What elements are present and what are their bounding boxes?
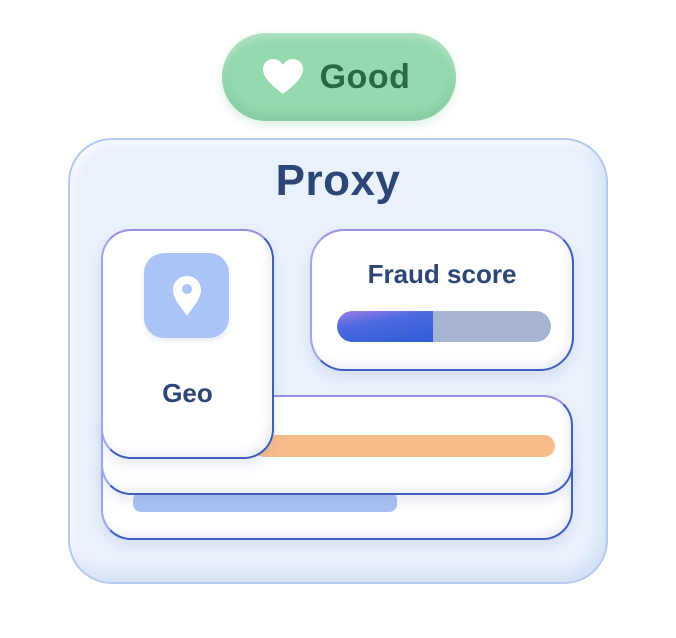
fraud-score-progress (337, 311, 551, 342)
geo-label: Geo (162, 378, 213, 408)
fraud-score-card[interactable]: Fraud score (310, 229, 574, 371)
fraud-score-progress-fill (337, 311, 434, 342)
panel-title: Proxy (275, 156, 401, 205)
placeholder-bar-blue (133, 492, 397, 512)
placeholder-bar-orange (253, 435, 555, 457)
fraud-score-label: Fraud score (367, 259, 517, 289)
status-badge: Good (222, 33, 456, 121)
status-label: Good (319, 57, 411, 96)
geo-card[interactable]: Geo (101, 229, 274, 459)
stacked-card-front (101, 395, 573, 495)
heart-icon (262, 58, 304, 96)
map-pin-icon (144, 253, 229, 338)
